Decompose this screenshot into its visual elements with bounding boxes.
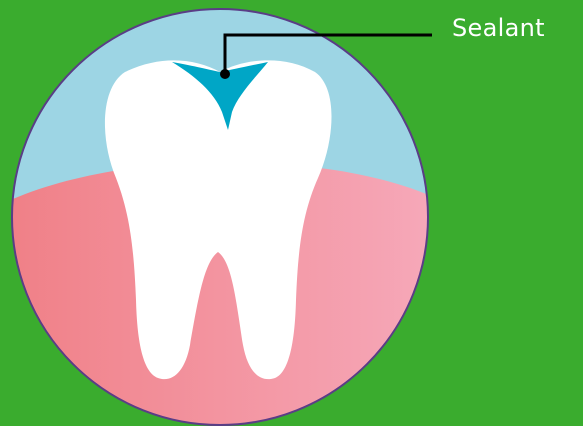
callout-pointer-dot [220,69,230,79]
sealant-label: Sealant [452,14,545,42]
